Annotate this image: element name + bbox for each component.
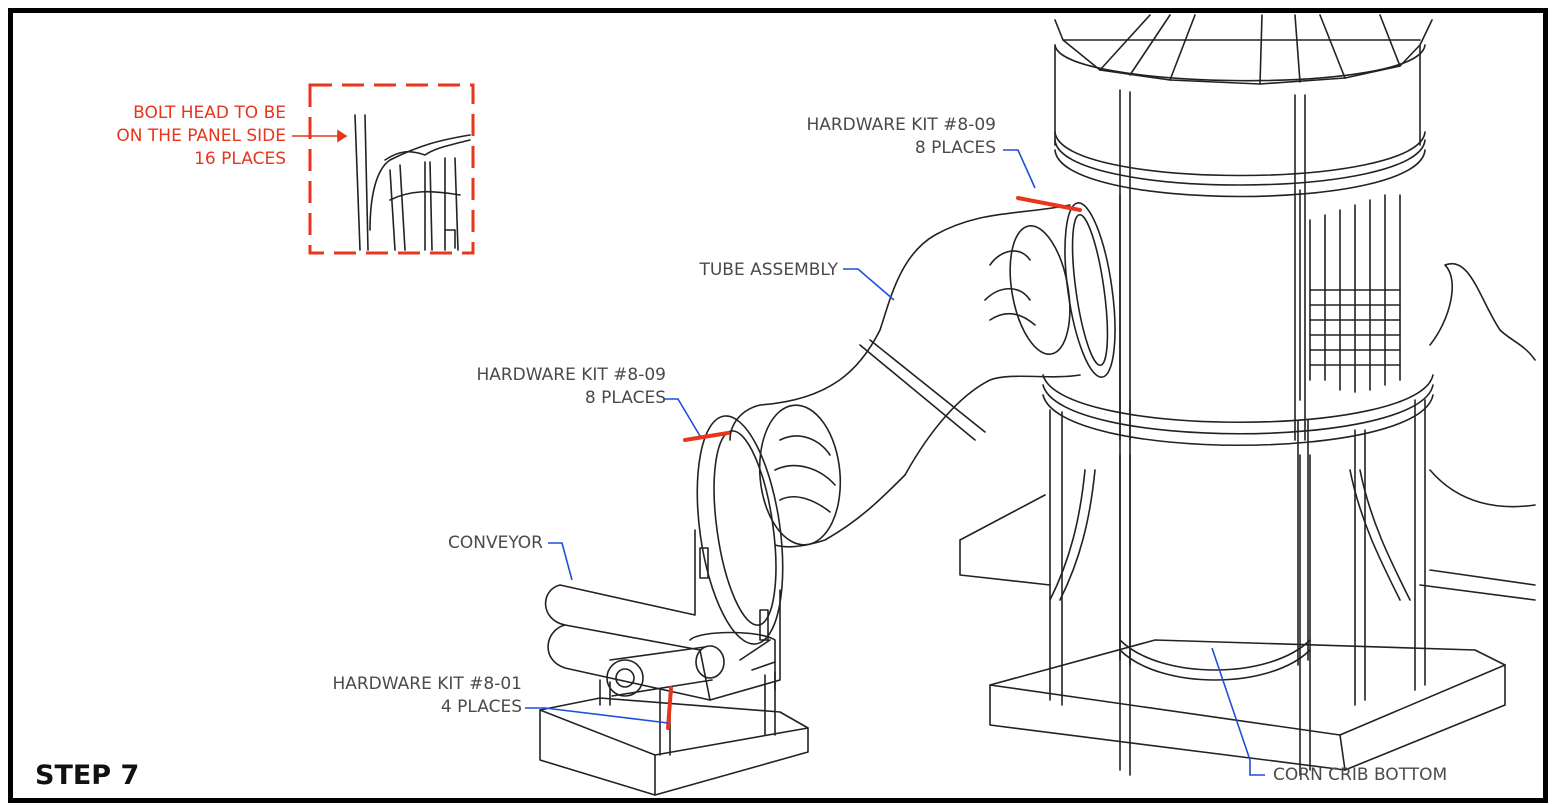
leader-corn-crib [1211, 647, 1265, 776]
crib-roof [1054, 14, 1433, 85]
label-hardware-mid: HARDWARE KIT #8-09 8 PLACES [476, 364, 666, 410]
label-hardware-bottom: HARDWARE KIT #8-01 4 PLACES [332, 673, 522, 719]
label-hardware-mid-places: 8 PLACES [584, 388, 666, 408]
label-hardware-top: HARDWARE KIT #8-09 8 PLACES [806, 114, 996, 160]
tube-assembly [696, 202, 1116, 645]
leader-hardware-top [1003, 149, 1036, 189]
highlight-mid-bolt [683, 431, 730, 442]
detail-frame [308, 83, 475, 255]
label-hardware-top-places: 8 PLACES [914, 138, 996, 158]
detail-callout-text: BOLT HEAD TO BE ON THE PANEL SIDE 16 PLA… [116, 102, 286, 171]
detail-inset [354, 114, 471, 251]
conveyor [539, 529, 809, 796]
label-hardware-bottom-kit: HARDWARE KIT #8-01 [332, 674, 522, 694]
leader-hardware-bottom [525, 707, 669, 724]
detail-line-3: 16 PLACES [194, 149, 286, 169]
detail-line-1: BOLT HEAD TO BE [133, 103, 286, 123]
label-corn-crib: CORN CRIB BOTTOM [1273, 765, 1448, 785]
step-title: STEP 7 [35, 760, 140, 791]
highlight-top-bolt [1016, 196, 1082, 212]
highlight-bottom-bolt [666, 686, 673, 730]
label-hardware-bottom-places: 4 PLACES [440, 697, 522, 717]
leader-hardware-mid [663, 398, 701, 437]
label-hardware-mid-kit: HARDWARE KIT #8-09 [476, 365, 666, 385]
leader-conveyor [548, 542, 573, 581]
figure-border [8, 8, 1548, 803]
label-conveyor: CONVEYOR [448, 533, 543, 553]
label-hardware-top-kit: HARDWARE KIT #8-09 [806, 115, 996, 135]
leader-tube-assembly [843, 268, 895, 301]
detail-line-2: ON THE PANEL SIDE [116, 126, 286, 146]
crib-platform [959, 262, 1536, 771]
label-tube-assembly: TUBE ASSEMBLY [699, 260, 838, 280]
crib-structure [1042, 44, 1434, 776]
